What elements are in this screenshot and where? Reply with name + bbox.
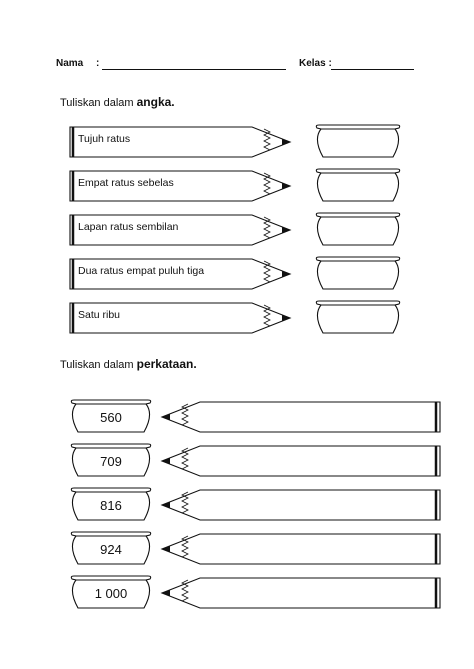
pencil-word-box [68,257,292,291]
answer-pot[interactable] [313,121,403,166]
nama-label: Nama [56,58,84,69]
pencil-word-box [68,213,292,247]
instruction-perkataan-plain: Tuliskan dalam [60,359,137,371]
instruction-perkataan: Tuliskan dalam perkataan. [60,357,197,371]
number-value: 709 [100,454,122,469]
pencil-answer-box[interactable] [160,400,442,434]
number-value: 560 [100,410,122,425]
instruction-angka: Tuliskan dalam angka. [60,95,175,109]
pencil-answer-box[interactable] [160,532,442,566]
pencil-word-box [68,301,292,335]
kelas-input-line[interactable] [331,69,414,70]
instruction-perkataan-bold: perkataan. [136,357,197,371]
pencil-answer-box[interactable] [160,444,442,478]
word-item: Empat ratus sebelas [78,177,174,189]
number-value: 1 000 [94,586,128,601]
number-pot [68,572,154,617]
number-value: 924 [100,542,122,557]
number-pot [68,440,154,485]
answer-pot[interactable] [313,297,403,342]
instruction-angka-bold: angka. [136,95,175,109]
number-value: 816 [100,498,122,513]
word-item: Satu ribu [78,309,121,321]
pencil-word-box [68,125,292,159]
instruction-angka-plain: Tuliskan dalam [60,97,137,109]
answer-pot[interactable] [313,165,403,210]
number-pot [68,484,154,529]
number-pot [68,528,154,573]
word-item: Dua ratus empat puluh tiga [78,265,205,277]
pencil-answer-box[interactable] [160,488,442,522]
nama-colon: : [96,58,100,69]
answer-pot[interactable] [313,253,403,298]
word-item: Tujuh ratus [78,133,131,145]
kelas-label: Kelas : [299,58,332,69]
word-item: Lapan ratus sembilan [78,221,179,233]
pencil-answer-box[interactable] [160,576,442,610]
nama-input-line[interactable] [102,69,286,70]
answer-pot[interactable] [313,209,403,254]
pencil-word-box [68,169,292,203]
number-pot [68,396,154,441]
